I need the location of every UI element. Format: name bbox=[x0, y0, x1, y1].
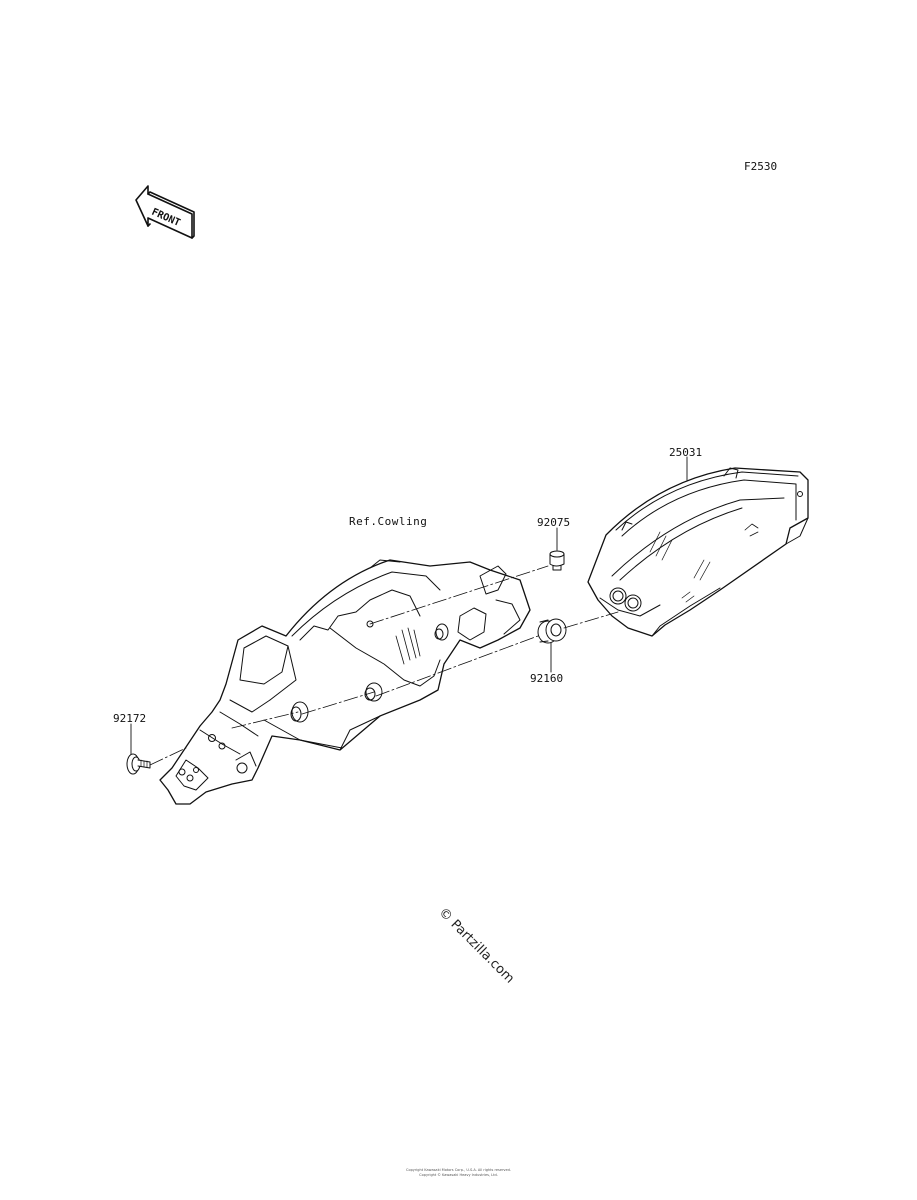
leader-lines bbox=[130, 456, 688, 755]
copyright-footer: Copyright Kawasaki Motors Corp., U.S.A. … bbox=[0, 1168, 917, 1177]
front-arrow-icon: FRONT bbox=[135, 185, 195, 239]
part-number-92075[interactable]: 92075 bbox=[537, 516, 571, 529]
copyright-line-1: Copyright Kawasaki Motors Corp., U.S.A. … bbox=[406, 1168, 511, 1172]
figure-code: F2530 bbox=[744, 160, 778, 173]
part-number-25031[interactable]: 25031 bbox=[669, 446, 703, 459]
screw-92172 bbox=[126, 753, 151, 775]
assembly-lines bbox=[149, 565, 619, 766]
meter-assembly bbox=[587, 467, 809, 637]
copyright-line-2: Copyright © Kawasaki Heavy Industries, L… bbox=[419, 1172, 498, 1177]
bolt-92075 bbox=[549, 550, 565, 571]
grommet-92160 bbox=[537, 618, 567, 644]
ref-cowling-label: Ref.Cowling bbox=[349, 515, 428, 528]
part-number-92160[interactable]: 92160 bbox=[530, 672, 564, 685]
cowling-bracket bbox=[159, 559, 531, 805]
part-number-92172[interactable]: 92172 bbox=[113, 712, 147, 725]
